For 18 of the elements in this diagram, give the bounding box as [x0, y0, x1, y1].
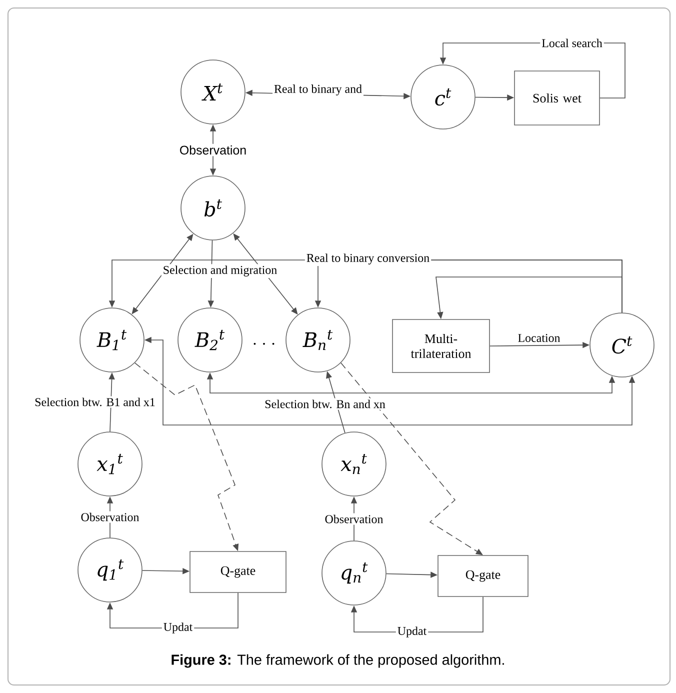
- edge-label: Real to binary conversion: [304, 252, 432, 266]
- edge-label: Location: [516, 332, 562, 344]
- process-box: Q-gate: [438, 555, 528, 597]
- ellipsis: · · ·: [254, 342, 274, 345]
- edge-label: Selection btw. Bn and xn: [263, 398, 387, 410]
- edge-label: Updat: [396, 625, 428, 639]
- edge-label: Real to binary and: [272, 83, 364, 97]
- edge-label: Observation: [79, 511, 141, 523]
- edge-label: Updat: [162, 621, 194, 635]
- edge-label: Observation: [178, 144, 248, 156]
- edge-label: Local search: [540, 37, 604, 49]
- edge-label: Observation: [323, 513, 385, 525]
- process-box: Q-gate: [190, 551, 286, 593]
- edge-label: Selection btw. B1 and x1: [33, 396, 157, 408]
- process-box: Multi-trilateration: [392, 319, 490, 373]
- edge-label: Selection and migration: [161, 264, 279, 278]
- caption: Figure 3: The framework of the proposed algorithm.: [172, 654, 504, 668]
- process-box: Solis wet: [514, 70, 600, 126]
